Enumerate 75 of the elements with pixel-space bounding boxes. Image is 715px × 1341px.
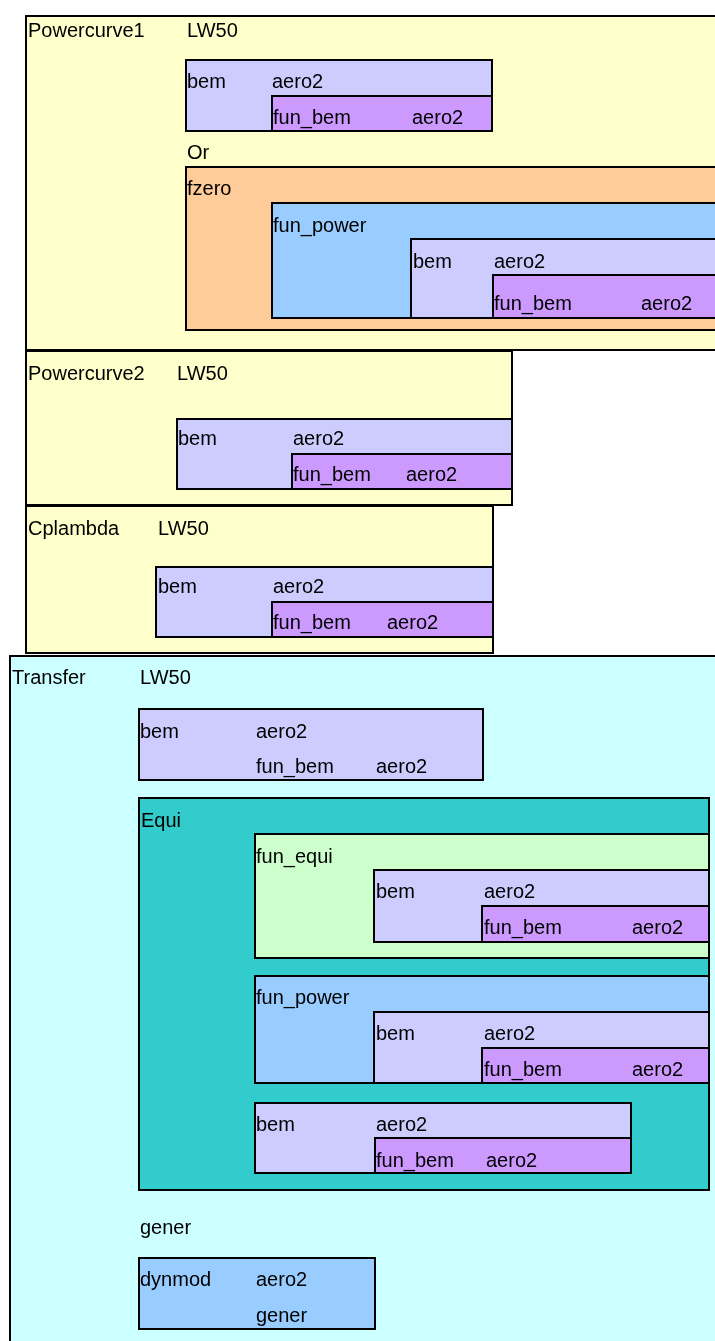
function-box: [138, 1257, 376, 1330]
function-name: LW50: [187, 18, 238, 42]
function-box: [254, 975, 710, 1084]
function-name: aero2: [494, 249, 546, 273]
function-box: [291, 453, 513, 490]
function-name: aero2: [632, 1057, 684, 1081]
function-box: [138, 708, 484, 781]
function-name: bem: [376, 1021, 415, 1045]
function-name: Powercurve1: [28, 18, 145, 42]
function-name: aero2: [256, 719, 308, 743]
function-name: aero2: [641, 291, 693, 315]
function-name: dynmod: [140, 1267, 212, 1291]
function-name: aero2: [387, 610, 439, 634]
function-box: [185, 166, 715, 331]
function-box: [25, 505, 494, 654]
function-box: [254, 1102, 632, 1174]
function-name: fun_equi: [256, 844, 333, 868]
function-box: [155, 566, 494, 638]
function-name: bem: [256, 1112, 295, 1136]
function-box: [492, 274, 715, 319]
function-name: bem: [178, 426, 217, 450]
function-box: [481, 905, 710, 943]
function-name: aero2: [406, 462, 458, 486]
function-name: bem: [376, 879, 415, 903]
function-name: aero2: [376, 754, 428, 778]
function-name: aero2: [412, 105, 464, 129]
function-box: [25, 350, 513, 506]
function-name: aero2: [273, 574, 325, 598]
function-box: [373, 869, 710, 943]
function-box: [185, 59, 493, 132]
function-name: fun_bem: [484, 1057, 562, 1081]
function-name: fun_bem: [256, 754, 334, 778]
function-box: [271, 601, 494, 638]
function-name: fun_bem: [273, 105, 351, 129]
function-name: LW50: [140, 665, 191, 689]
function-name: Or: [187, 140, 210, 164]
function-name: aero2: [293, 426, 345, 450]
function-box: [254, 833, 710, 959]
function-box: [374, 1137, 632, 1174]
function-name: fun_bem: [376, 1148, 454, 1172]
function-name: gener: [256, 1303, 308, 1327]
function-name: fun_bem: [273, 610, 351, 634]
function-name: fun_power: [273, 213, 367, 237]
function-box: [25, 15, 715, 351]
function-name: bem: [187, 69, 226, 93]
function-name: aero2: [632, 915, 684, 939]
function-box: [9, 655, 715, 1341]
function-box: [271, 202, 715, 319]
function-name: fun_bem: [484, 915, 562, 939]
function-name: aero2: [256, 1267, 308, 1291]
function-name: Powercurve2: [28, 361, 145, 385]
function-name: aero2: [376, 1112, 428, 1136]
function-name: fzero: [187, 176, 232, 200]
function-box: [410, 238, 715, 319]
function-box: [138, 797, 710, 1191]
function-name: LW50: [177, 361, 228, 385]
function-name: fun_bem: [494, 291, 572, 315]
function-name: bem: [158, 574, 197, 598]
function-name: aero2: [484, 879, 536, 903]
function-name: fun_power: [256, 985, 350, 1009]
function-name: Transfer: [12, 665, 86, 689]
function-name: bem: [140, 719, 179, 743]
function-name: Cplambda: [28, 516, 120, 540]
function-name: aero2: [486, 1148, 538, 1172]
function-box: [373, 1011, 710, 1084]
function-name: gener: [140, 1215, 192, 1239]
function-name: fun_bem: [293, 462, 371, 486]
function-box: [271, 95, 493, 132]
function-box: [481, 1047, 710, 1084]
function-box: [176, 418, 513, 490]
function-name: aero2: [484, 1021, 536, 1045]
function-name: Equi: [141, 808, 182, 832]
function-name: LW50: [158, 516, 209, 540]
function-name: aero2: [272, 69, 324, 93]
function-name: bem: [413, 249, 452, 273]
